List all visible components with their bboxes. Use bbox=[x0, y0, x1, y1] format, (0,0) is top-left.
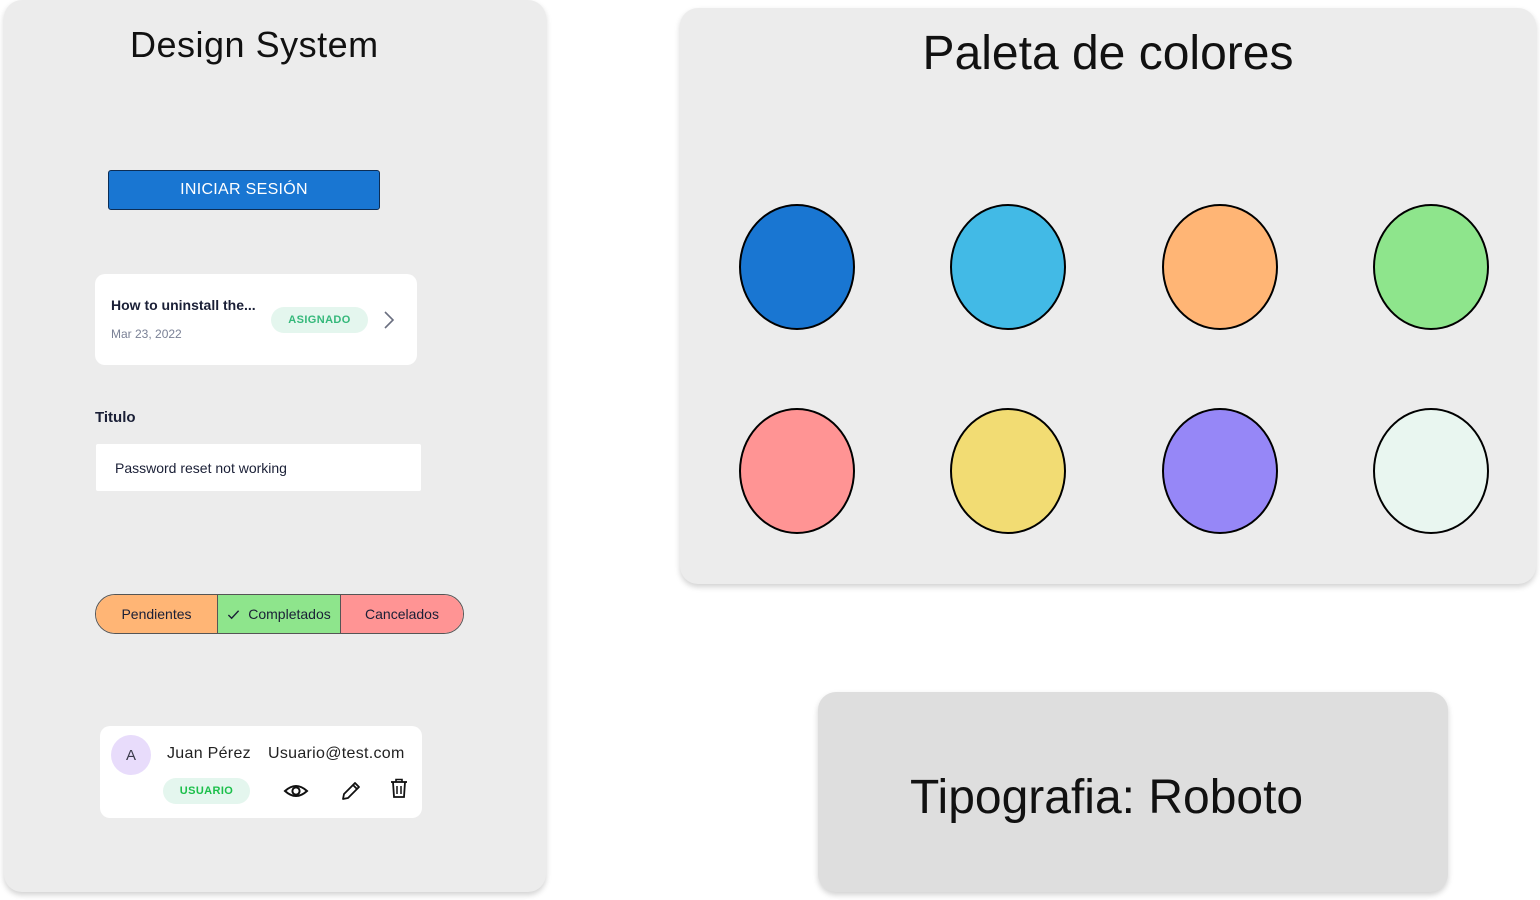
status-segmented-control: Pendientes Completados Cancelados bbox=[95, 594, 464, 634]
title-input[interactable] bbox=[96, 444, 421, 491]
segment-label: Completados bbox=[248, 606, 331, 622]
design-system-title: Design System bbox=[130, 24, 379, 65]
palette-title: Paleta de colores bbox=[922, 27, 1294, 80]
color-swatch bbox=[950, 408, 1066, 534]
typography-label: Tipografia: Roboto bbox=[910, 771, 1304, 824]
ticket-title: How to uninstall the... bbox=[111, 297, 256, 313]
avatar: A bbox=[111, 735, 151, 775]
color-swatch bbox=[1373, 408, 1489, 534]
color-swatch bbox=[1162, 408, 1278, 534]
segment-cancelados[interactable]: Cancelados bbox=[341, 595, 463, 633]
user-email: Usuario@test.com bbox=[268, 745, 405, 762]
color-swatch bbox=[1373, 204, 1489, 330]
color-swatch bbox=[739, 204, 855, 330]
title-field-label: Titulo bbox=[95, 409, 136, 426]
typography-panel: Tipografia: Roboto bbox=[818, 692, 1448, 892]
eye-icon[interactable] bbox=[283, 781, 309, 801]
role-badge: USUARIO bbox=[163, 778, 250, 804]
segment-pendientes[interactable]: Pendientes bbox=[96, 595, 218, 633]
color-swatch bbox=[1162, 204, 1278, 330]
segment-completados[interactable]: Completados bbox=[218, 595, 341, 633]
design-system-panel: Design System INICIAR SESIÓN How to unin… bbox=[4, 0, 546, 892]
ticket-card[interactable]: How to uninstall the... Mar 23, 2022 ASI… bbox=[95, 274, 417, 365]
status-badge: ASIGNADO bbox=[271, 307, 368, 333]
trash-icon[interactable] bbox=[390, 778, 408, 798]
pencil-icon[interactable] bbox=[340, 780, 362, 802]
user-card: A Juan Pérez Usuario@test.com USUARIO bbox=[100, 726, 422, 818]
segment-label: Cancelados bbox=[365, 606, 439, 622]
color-swatch bbox=[950, 204, 1066, 330]
check-icon bbox=[228, 609, 240, 619]
segment-label: Pendientes bbox=[121, 606, 192, 622]
user-name: Juan Pérez bbox=[167, 745, 251, 762]
ticket-date: Mar 23, 2022 bbox=[111, 327, 182, 341]
color-palette-panel: Paleta de colores bbox=[680, 8, 1536, 584]
color-swatch bbox=[739, 408, 855, 534]
login-button[interactable]: INICIAR SESIÓN bbox=[108, 170, 380, 210]
chevron-right-icon[interactable] bbox=[381, 308, 397, 332]
